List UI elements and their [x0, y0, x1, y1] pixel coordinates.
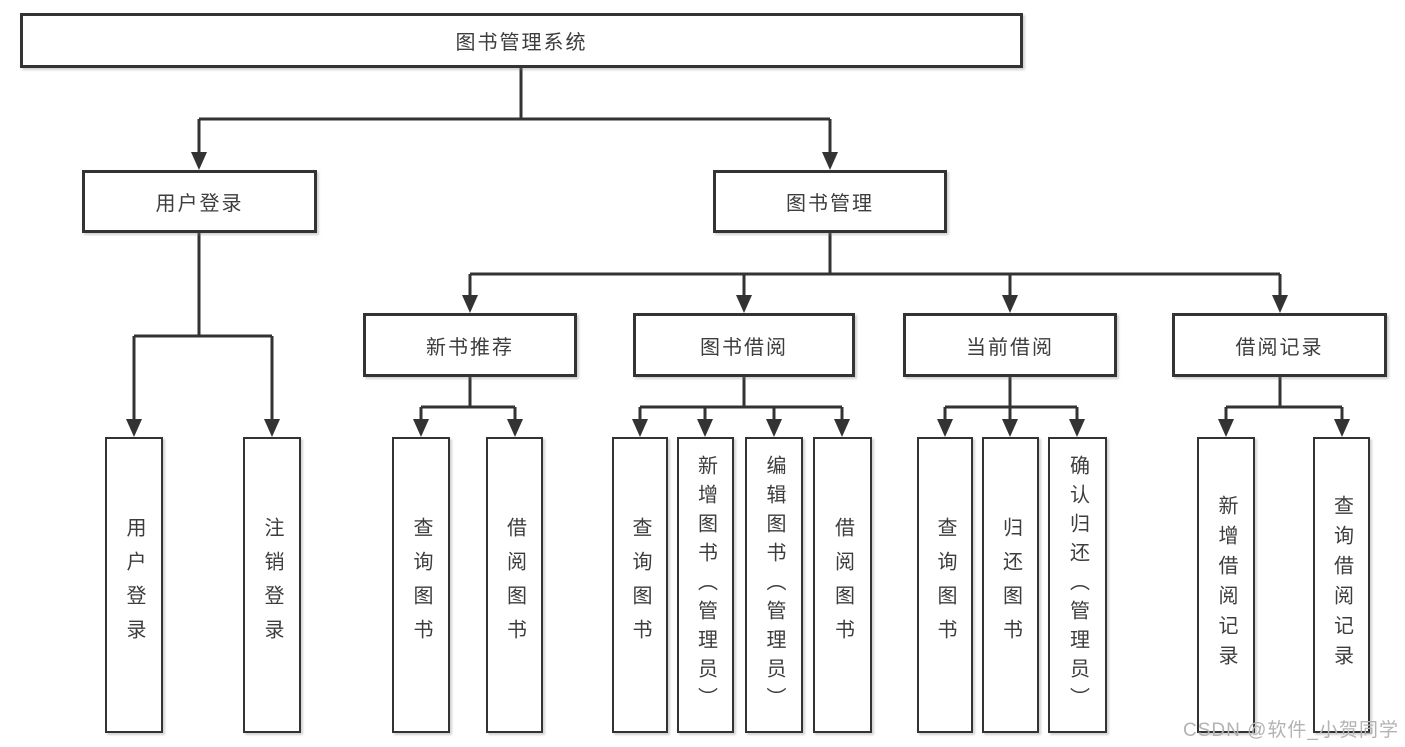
node-leaf-edit-books-admin-label: 编辑图书（管理员） — [763, 454, 785, 716]
connector-level3-children — [419, 377, 1344, 420]
node-leaf-return-books-label: 归还图书 — [999, 517, 1022, 653]
watermark: CSDN @软件_小贺同学 — [1183, 720, 1399, 741]
arrowheads-level2 — [191, 152, 838, 170]
node-leaf-add-books-admin: 新增图书（管理员） — [677, 437, 734, 733]
node-leaf-user-login: 用户登录 — [105, 437, 163, 733]
arrowheads-user-login-children — [126, 419, 280, 437]
node-leaf-query-books-2: 查询图书 — [612, 437, 668, 733]
node-leaf-query-books-3-label: 查询图书 — [934, 517, 956, 653]
node-current-borrowing: 当前借阅 — [903, 313, 1117, 377]
node-library-system: 图书管理系统 — [20, 13, 1023, 68]
node-leaf-add-borrow-record: 新增借阅记录 — [1197, 437, 1255, 733]
node-new-book-recommend-label: 新书推荐 — [426, 336, 514, 359]
node-leaf-borrow-books-2: 借阅图书 — [813, 437, 872, 733]
connector-user-login-children — [132, 233, 274, 420]
node-leaf-add-borrow-record-label: 新增借阅记录 — [1215, 495, 1237, 675]
connector-book-management-to-level3 — [468, 233, 1282, 296]
node-leaf-logout: 注销登录 — [243, 437, 301, 733]
node-leaf-borrow-books-2-label: 借阅图书 — [831, 517, 854, 653]
node-leaf-query-books-1: 查询图书 — [392, 437, 450, 733]
node-leaf-query-books-1-label: 查询图书 — [410, 517, 432, 653]
node-leaf-logout-label: 注销登录 — [261, 517, 283, 653]
node-book-management-label: 图书管理 — [786, 193, 874, 215]
node-user-login: 用户登录 — [82, 170, 317, 233]
node-leaf-return-books: 归还图书 — [982, 437, 1039, 733]
node-current-borrowing-label: 当前借阅 — [966, 336, 1054, 359]
node-library-system-label: 图书管理系统 — [455, 32, 588, 54]
node-leaf-query-books-2-label: 查询图书 — [629, 517, 651, 653]
node-new-book-recommend: 新书推荐 — [363, 313, 577, 377]
node-leaf-edit-books-admin: 编辑图书（管理员） — [745, 437, 803, 733]
node-book-borrowing-label: 图书借阅 — [700, 336, 788, 359]
node-user-login-label: 用户登录 — [155, 193, 244, 215]
node-leaf-confirm-return-admin-label: 确认归还（管理员） — [1066, 454, 1089, 716]
node-leaf-borrow-books-1-label: 借阅图书 — [503, 517, 526, 653]
connector-root-to-level2 — [197, 68, 832, 153]
node-leaf-borrow-books-1: 借阅图书 — [486, 437, 543, 733]
node-leaf-query-borrow-record-label: 查询借阅记录 — [1330, 495, 1353, 675]
node-leaf-query-borrow-record: 查询借阅记录 — [1313, 437, 1370, 733]
node-borrowing-records: 借阅记录 — [1172, 313, 1387, 377]
node-book-borrowing: 图书借阅 — [633, 313, 855, 377]
node-borrowing-records-label: 借阅记录 — [1235, 336, 1324, 359]
node-leaf-user-login-label: 用户登录 — [123, 517, 145, 653]
node-leaf-add-books-admin-label: 新增图书（管理员） — [694, 454, 717, 716]
arrowheads-level4 — [413, 419, 1350, 437]
node-book-management: 图书管理 — [713, 170, 947, 233]
node-leaf-query-books-3: 查询图书 — [917, 437, 973, 733]
arrowheads-level3 — [462, 295, 1288, 313]
node-leaf-confirm-return-admin: 确认归还（管理员） — [1048, 437, 1107, 733]
